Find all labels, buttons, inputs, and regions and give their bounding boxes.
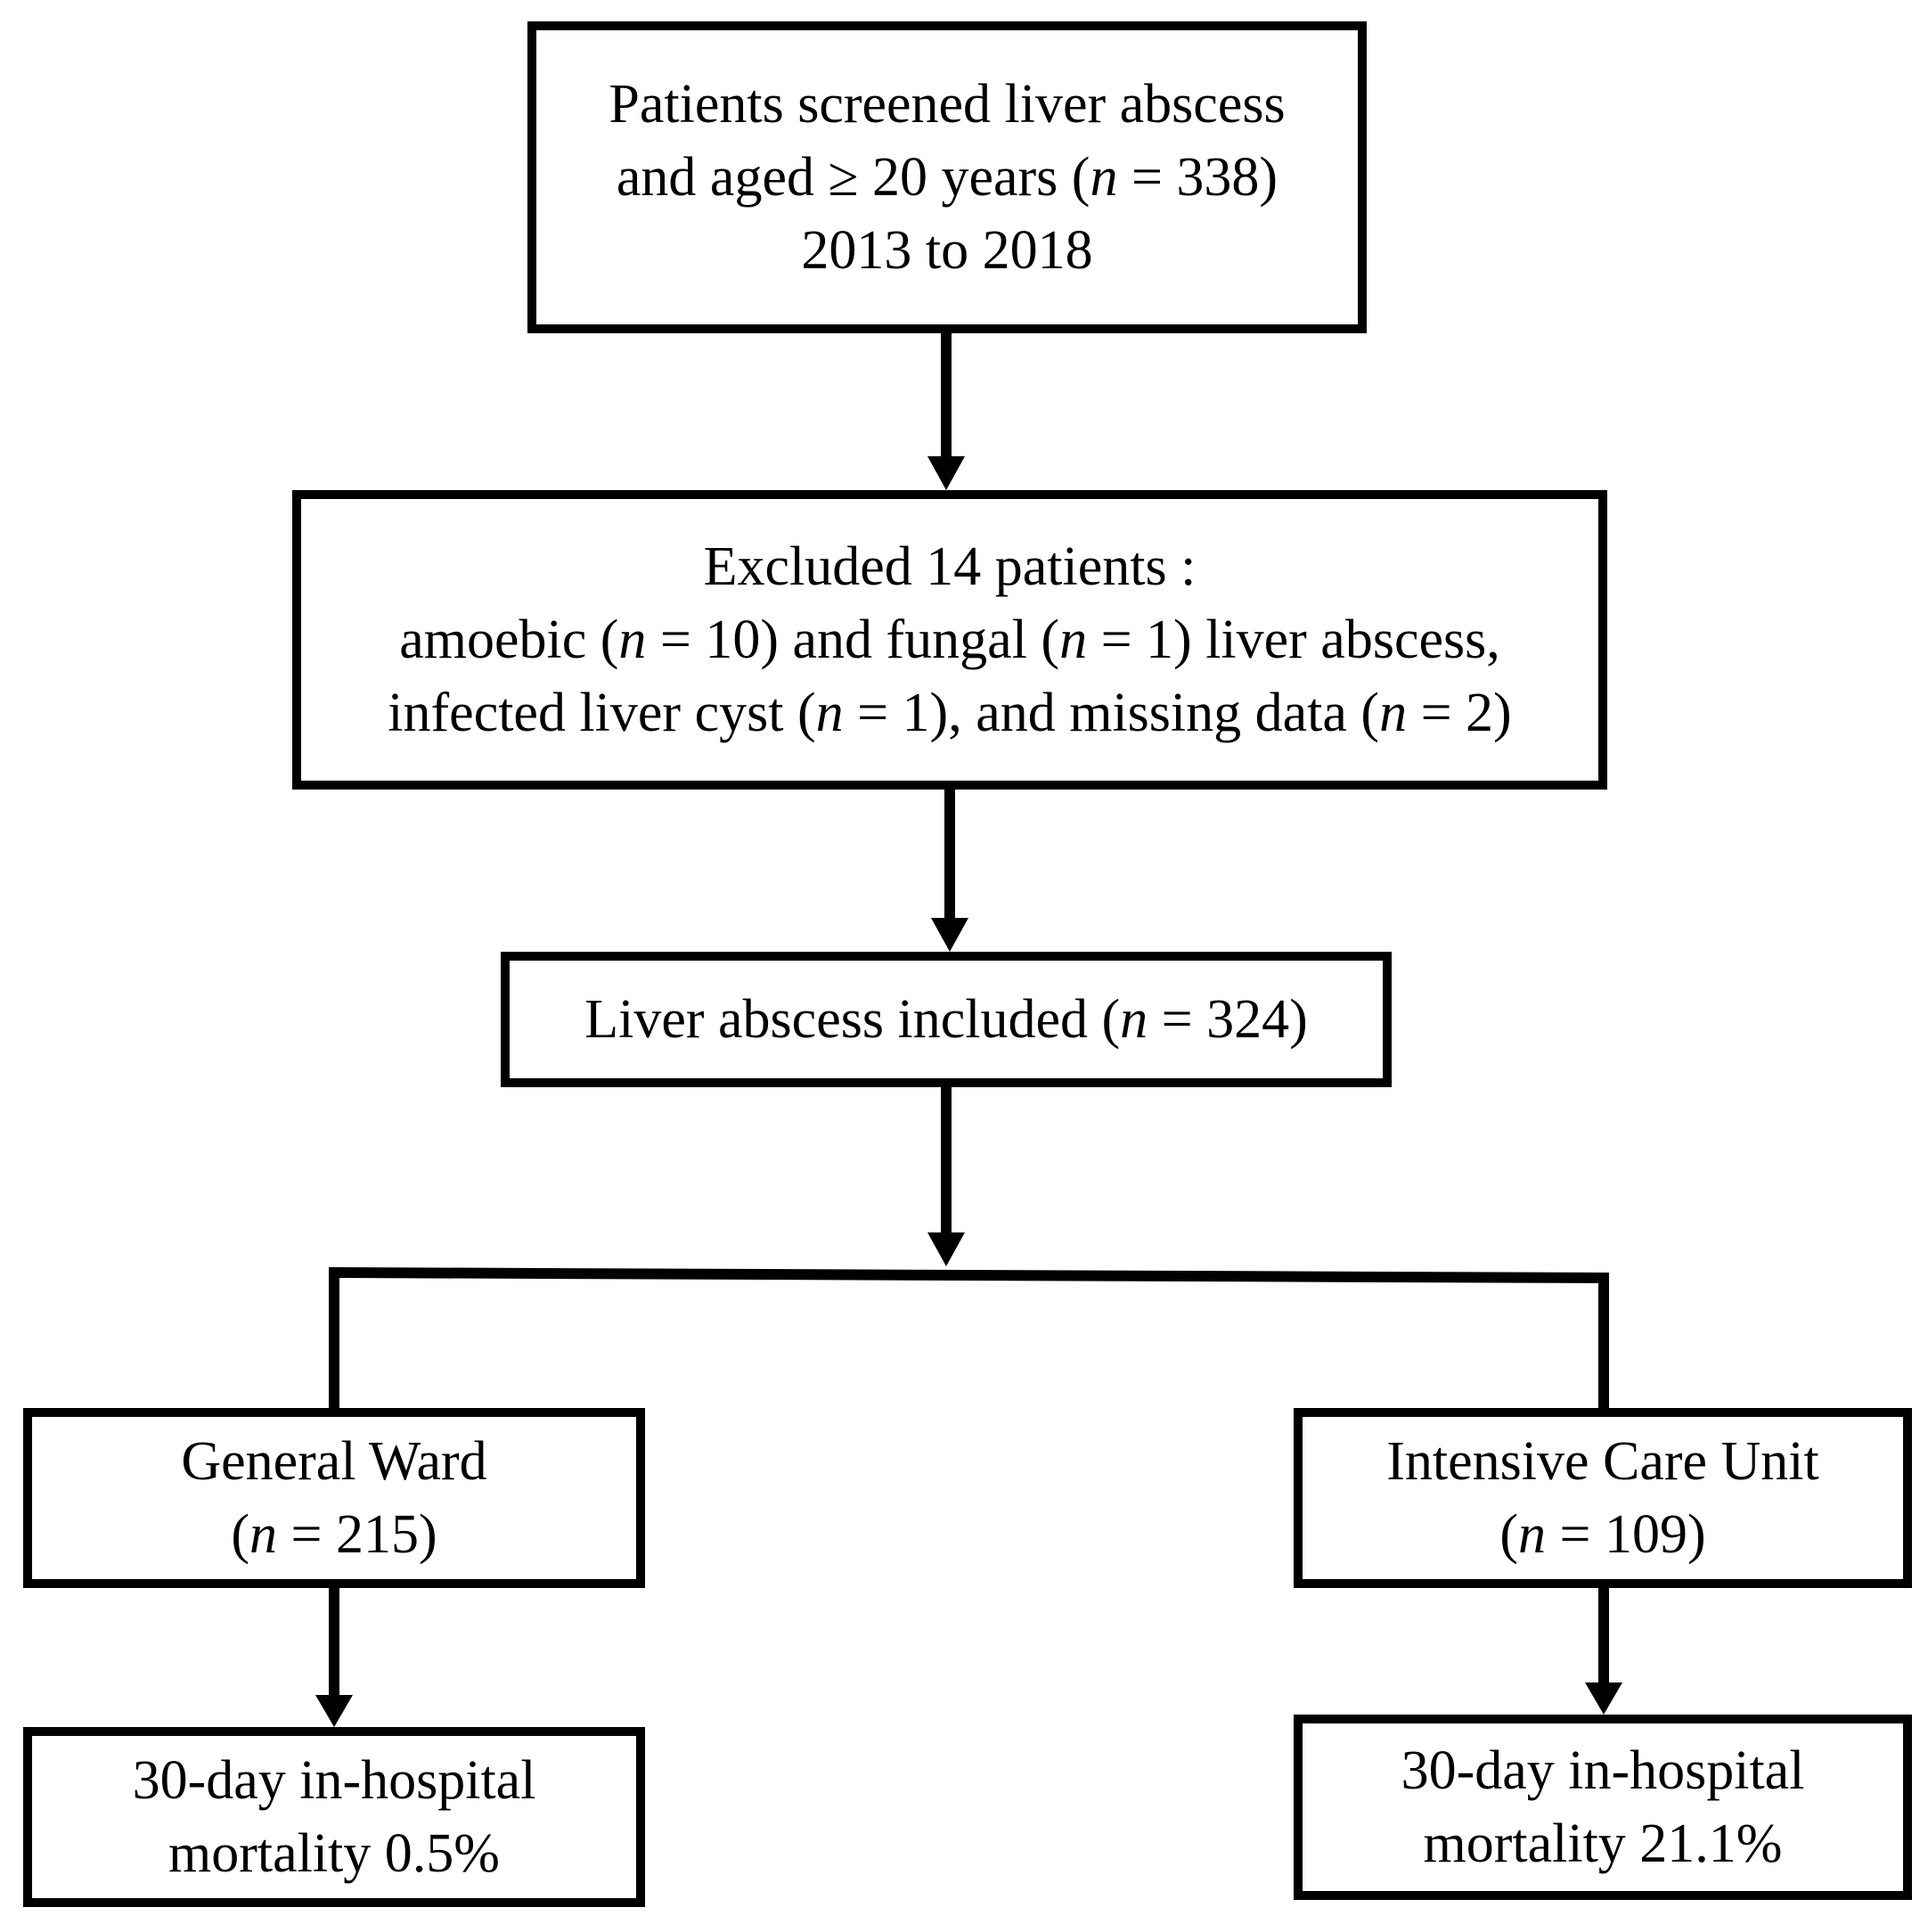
arrowhead-5 (1585, 1682, 1622, 1715)
general-ward-count: (n = 215) (231, 1504, 437, 1565)
gw-mortality-line-2: mortality 0.5% (168, 1823, 500, 1884)
icu-mortality-line-1: 30-day in-hospital (1401, 1740, 1805, 1801)
gw-mortality-line-1: 30-day in-hospital (132, 1750, 536, 1811)
arrowhead-2 (931, 918, 968, 952)
screened-patients-box: Patients screened liver abscess and aged… (527, 21, 1367, 333)
excluded-patients-box: Excluded 14 patients : amoebic (n = 10) … (292, 490, 1607, 790)
icu-mortality-box: 30-day in-hospital mortality 21.1% (1294, 1715, 1912, 1900)
arrowhead-4 (315, 1695, 353, 1727)
icu-title: Intensive Care Unit (1386, 1431, 1819, 1492)
included-line: Liver abscess included (n = 324) (584, 989, 1308, 1050)
split-bracket (329, 1266, 1609, 1408)
icu-box: Intensive Care Unit (n = 109) (1294, 1408, 1912, 1588)
icu-mortality-line-2: mortality 21.1% (1423, 1813, 1783, 1874)
icu-count: (n = 109) (1499, 1504, 1706, 1565)
arrowhead-3 (927, 1232, 965, 1266)
excluded-line-1: Excluded 14 patients : (703, 536, 1197, 597)
included-patients-box: Liver abscess included (n = 324) (501, 952, 1392, 1087)
general-ward-box: General Ward (n = 215) (23, 1408, 645, 1588)
screened-line-3: 2013 to 2018 (801, 220, 1093, 281)
general-ward-mortality-box: 30-day in-hospital mortality 0.5% (23, 1727, 645, 1907)
screened-line-2: and aged ≥ 20 years (n = 338) (616, 147, 1279, 208)
excluded-line-2: amoebic (n = 10) and fungal (n = 1) live… (399, 610, 1500, 670)
screened-line-1: Patients screened liver abscess (609, 74, 1286, 135)
arrowhead-1 (927, 456, 965, 490)
excluded-line-3: infected liver cyst (n = 1), and missing… (388, 683, 1512, 743)
general-ward-title: General Ward (181, 1431, 487, 1492)
